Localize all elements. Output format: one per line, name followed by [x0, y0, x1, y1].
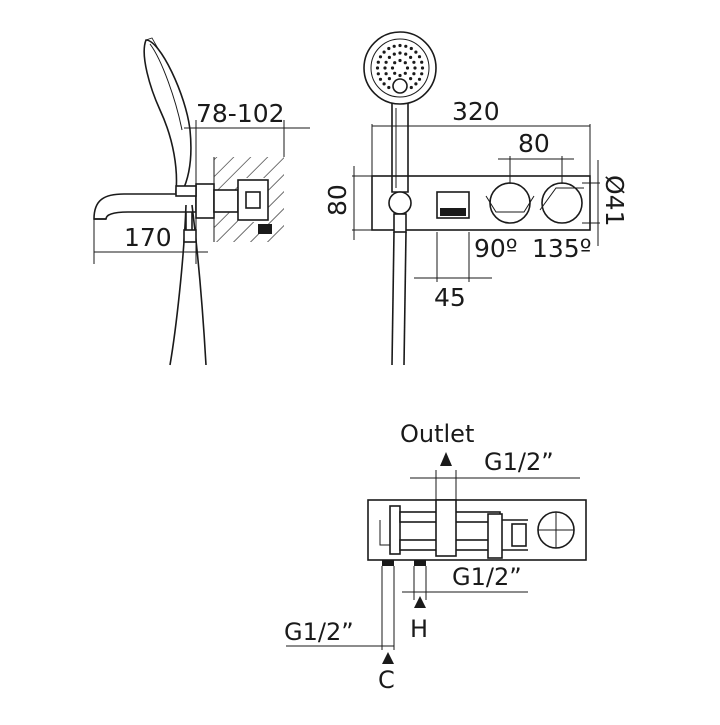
valve-body [367, 499, 587, 561]
spray-hole [412, 72, 416, 76]
spray-hole [393, 61, 397, 65]
spray-hole [403, 71, 407, 75]
spray-hole [414, 82, 418, 86]
front-view: 320 80 80 Ø41 45 90º 135º [323, 31, 629, 366]
spray-hole [393, 71, 397, 75]
spray-hole [387, 77, 391, 81]
spray-hole [387, 55, 391, 60]
spray-hole [398, 73, 402, 78]
spray-hole [420, 72, 424, 76]
dim-width-label: 320 [452, 97, 500, 126]
spray-hole [384, 72, 388, 76]
dim-handle-diameter-label: Ø41 [600, 175, 629, 227]
spray-hole [409, 46, 413, 51]
spray-hole [375, 66, 380, 70]
spray-hole [405, 66, 410, 70]
side-view: 78-102 170 [93, 37, 310, 366]
spray-hole [384, 60, 388, 64]
spray-hole [409, 85, 413, 90]
spray-hole [382, 82, 386, 86]
spray-hole [378, 77, 383, 81]
spray-hole [398, 51, 402, 55]
angle-left-label: 90º [474, 234, 518, 263]
spray-hole [403, 61, 407, 65]
spray-hole [398, 43, 402, 48]
spray-hole [378, 55, 383, 59]
hot-label: H [410, 615, 428, 643]
spray-hole [392, 52, 396, 56]
handle-left [489, 182, 531, 224]
connection-view: Outlet G1/2” G1/2” H G1/2” C [284, 420, 587, 694]
handle-right [541, 182, 583, 224]
spray-hole [409, 77, 413, 81]
angle-right-label: 135º [532, 234, 592, 263]
spray-hole [376, 60, 380, 64]
hose-side [169, 204, 187, 366]
dim-button-width-label: 45 [434, 283, 466, 312]
spray-hole [382, 50, 386, 54]
spray-hole [404, 52, 408, 56]
spray-hole [414, 50, 418, 54]
dim-spout-label: 170 [124, 223, 172, 252]
spout-side [93, 193, 197, 220]
spray-hole [387, 85, 391, 90]
spray-hole [417, 55, 422, 59]
spray-hole [420, 66, 425, 70]
spray-hole [390, 66, 395, 70]
hot-thread-label: G1/2” [452, 563, 522, 591]
spray-hole [376, 72, 380, 76]
push-button [436, 191, 470, 219]
handshower-head-front [363, 31, 437, 105]
cold-label: C [378, 666, 395, 694]
handshower-side [143, 39, 192, 193]
dim-handle-spacing-label: 80 [518, 129, 550, 158]
spray-hole [398, 58, 402, 63]
spray-hole [409, 55, 413, 60]
outlet-thread-label: G1/2” [484, 448, 554, 476]
outlet-label: Outlet [400, 420, 474, 448]
wall-plate [371, 175, 591, 231]
cold-thread-label: G1/2” [284, 618, 354, 646]
dim-height-label: 80 [323, 184, 352, 216]
spray-hole [417, 77, 422, 81]
spray-hole [412, 60, 416, 64]
spray-hole [387, 46, 391, 51]
dim-depth-label: 78-102 [196, 99, 285, 128]
spray-hole [420, 60, 424, 64]
spray-hole [413, 66, 417, 70]
spray-hole [383, 66, 387, 70]
spray-hole [404, 44, 408, 48]
spray-hole [392, 44, 396, 48]
